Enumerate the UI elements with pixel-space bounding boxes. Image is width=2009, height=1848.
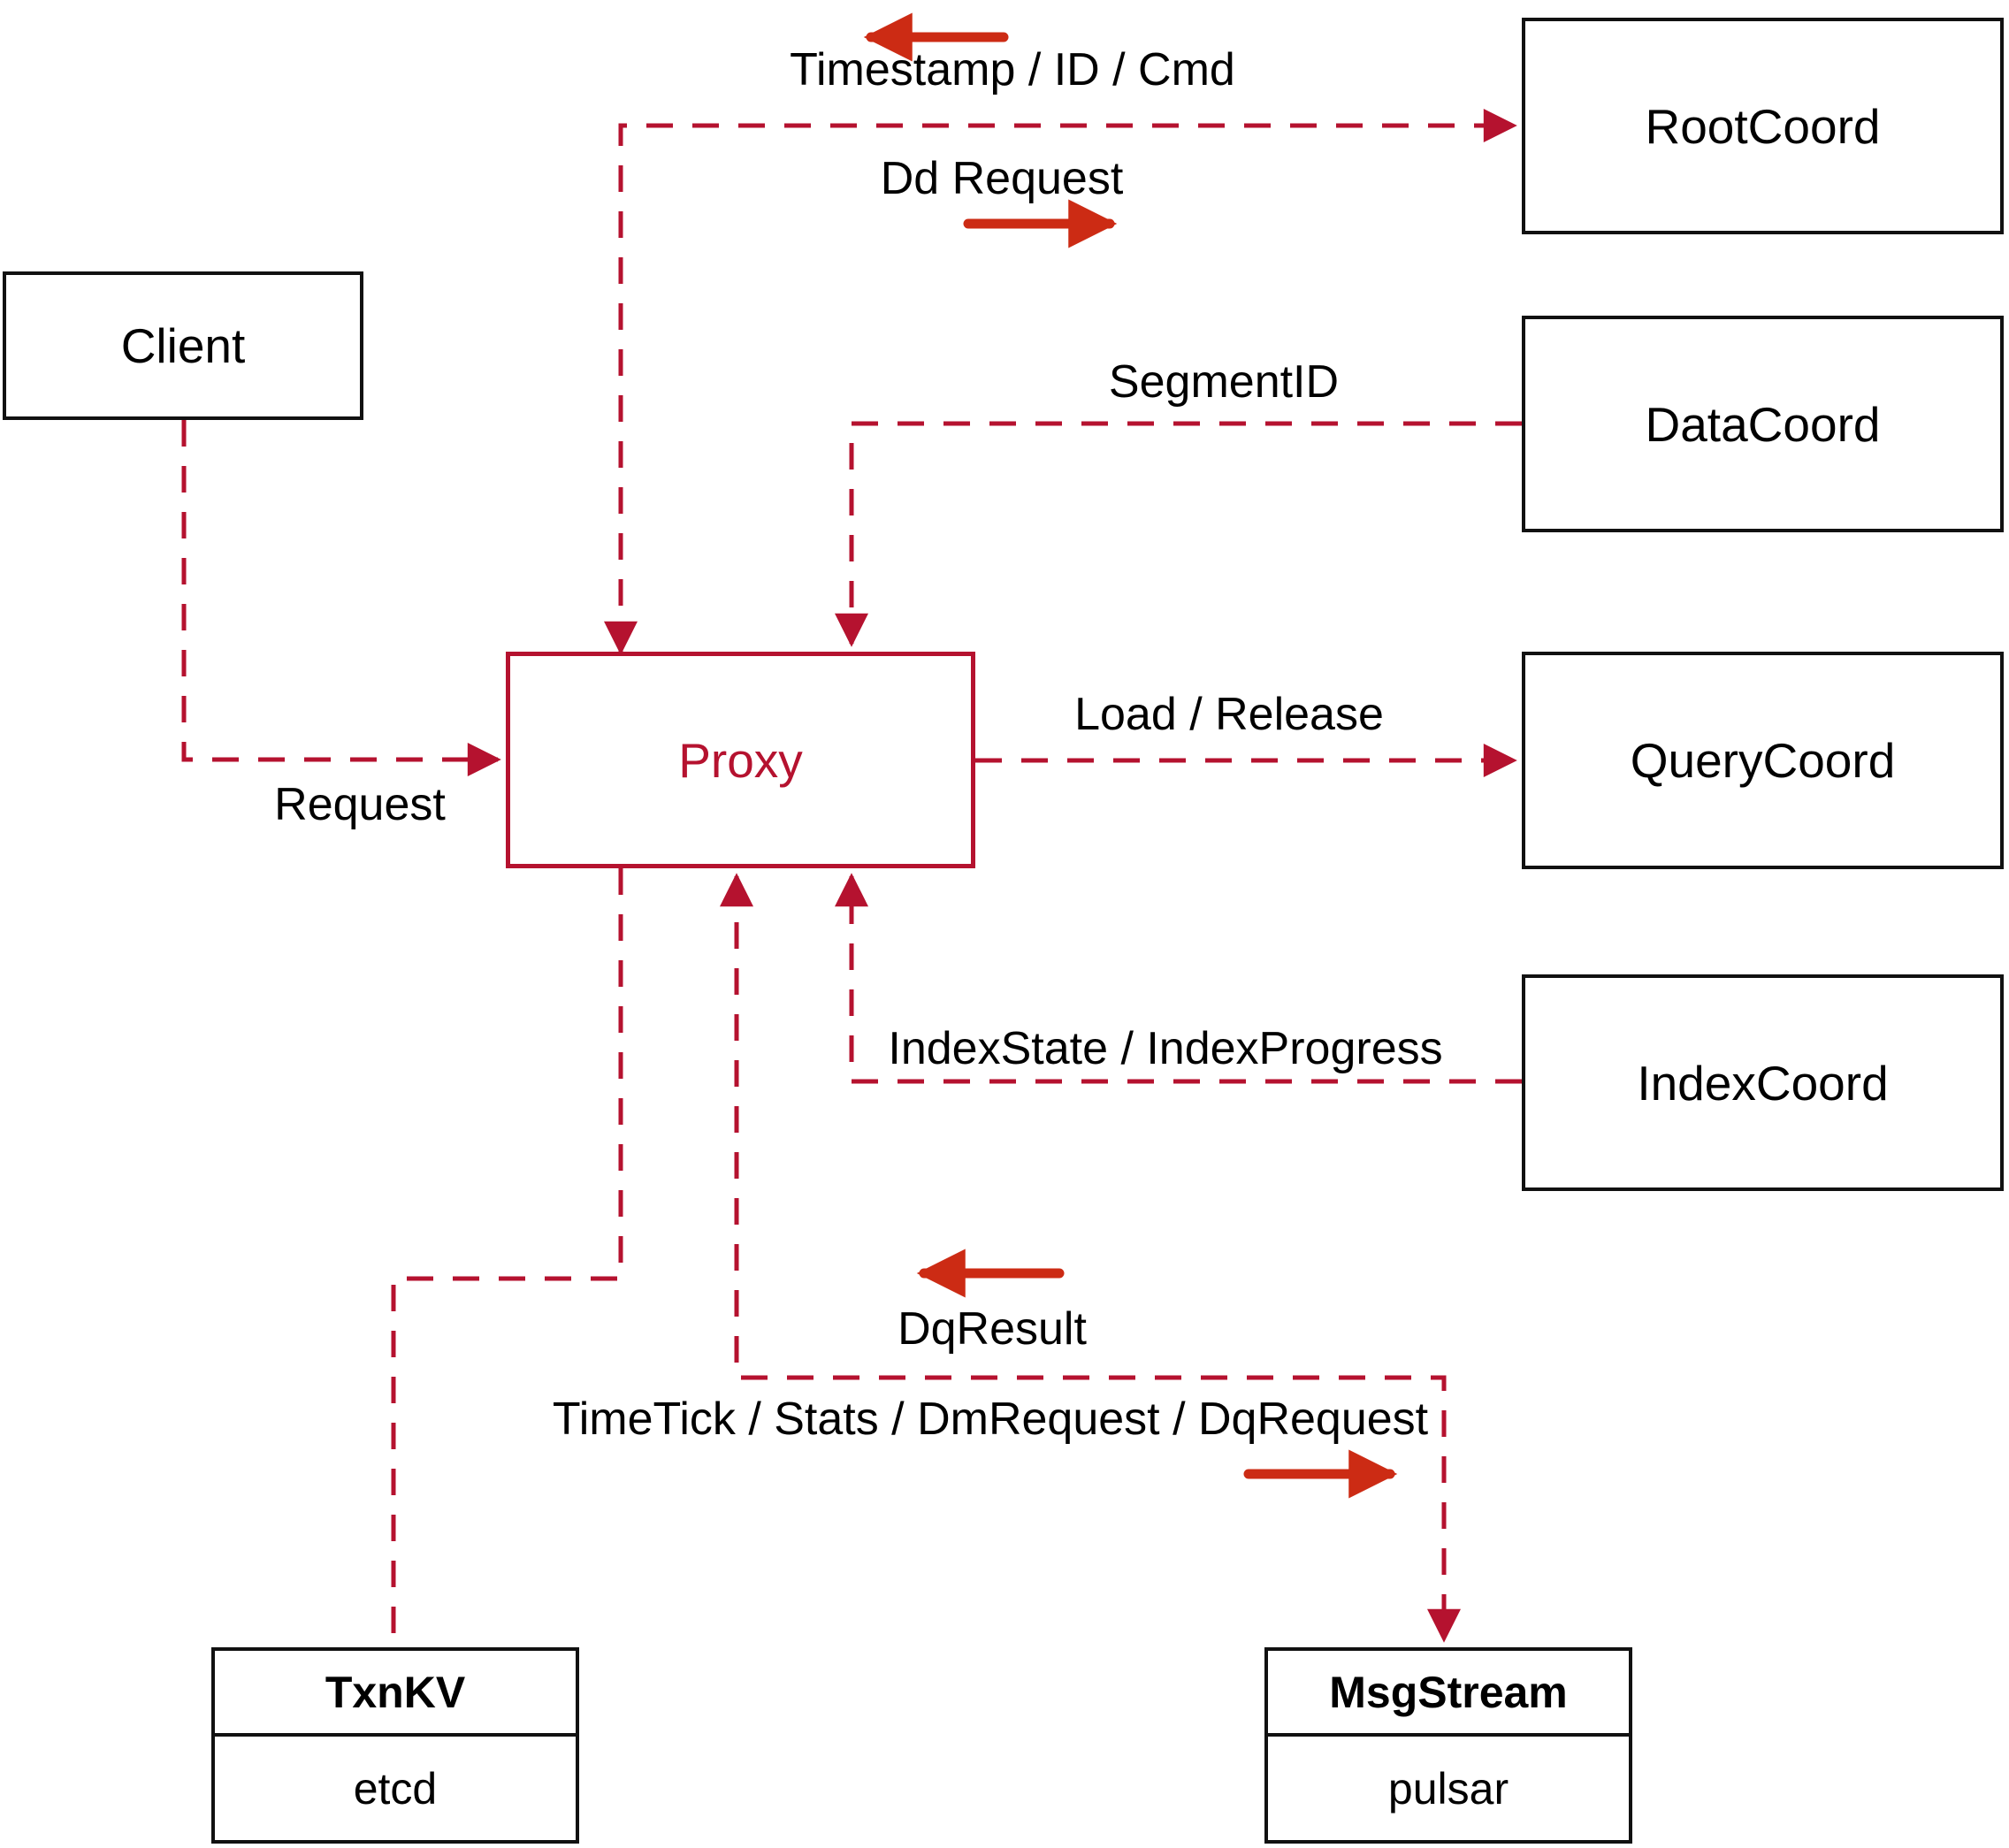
querycoord-node: QueryCoord [1522, 652, 2004, 869]
edge-client-proxy [181, 420, 501, 776]
edge-proxy-rootcoord [604, 109, 1517, 655]
edge-label-timetick: TimeTick / Stats / DmRequest / DqRequest [552, 1394, 1429, 1445]
txnkv-node: TxnKV etcd [211, 1647, 579, 1844]
edge-proxy-msgstream [720, 873, 1461, 1643]
client-node: Client [3, 271, 363, 420]
edge-label-segment-id: SegmentID [1108, 356, 1340, 408]
edge-label-dd-request: Dd Request [880, 153, 1124, 204]
indexcoord-node: IndexCoord [1522, 974, 2004, 1191]
edge-datacoord-proxy [835, 421, 1522, 647]
msgstream-node: MsgStream pulsar [1264, 1647, 1632, 1844]
proxy-node: Proxy [506, 652, 975, 868]
edge-label-load-release: Load / Release [1074, 689, 1384, 740]
txnkv-subtitle: etcd [353, 1763, 438, 1814]
edge-label-request: Request [274, 779, 446, 830]
datacoord-node: DataCoord [1522, 316, 2004, 532]
edge-label-timestamp: Timestamp / ID / Cmd [790, 44, 1235, 95]
edge-proxy-txnkv [391, 868, 623, 1647]
edge-label-dq-result: DqResult [898, 1303, 1087, 1355]
rootcoord-node: RootCoord [1522, 18, 2004, 234]
msgstream-title: MsgStream [1268, 1651, 1629, 1737]
edge-label-index-state: IndexState / IndexProgress [888, 1023, 1443, 1074]
txnkv-title: TxnKV [215, 1651, 576, 1737]
msgstream-subtitle: pulsar [1387, 1763, 1509, 1814]
